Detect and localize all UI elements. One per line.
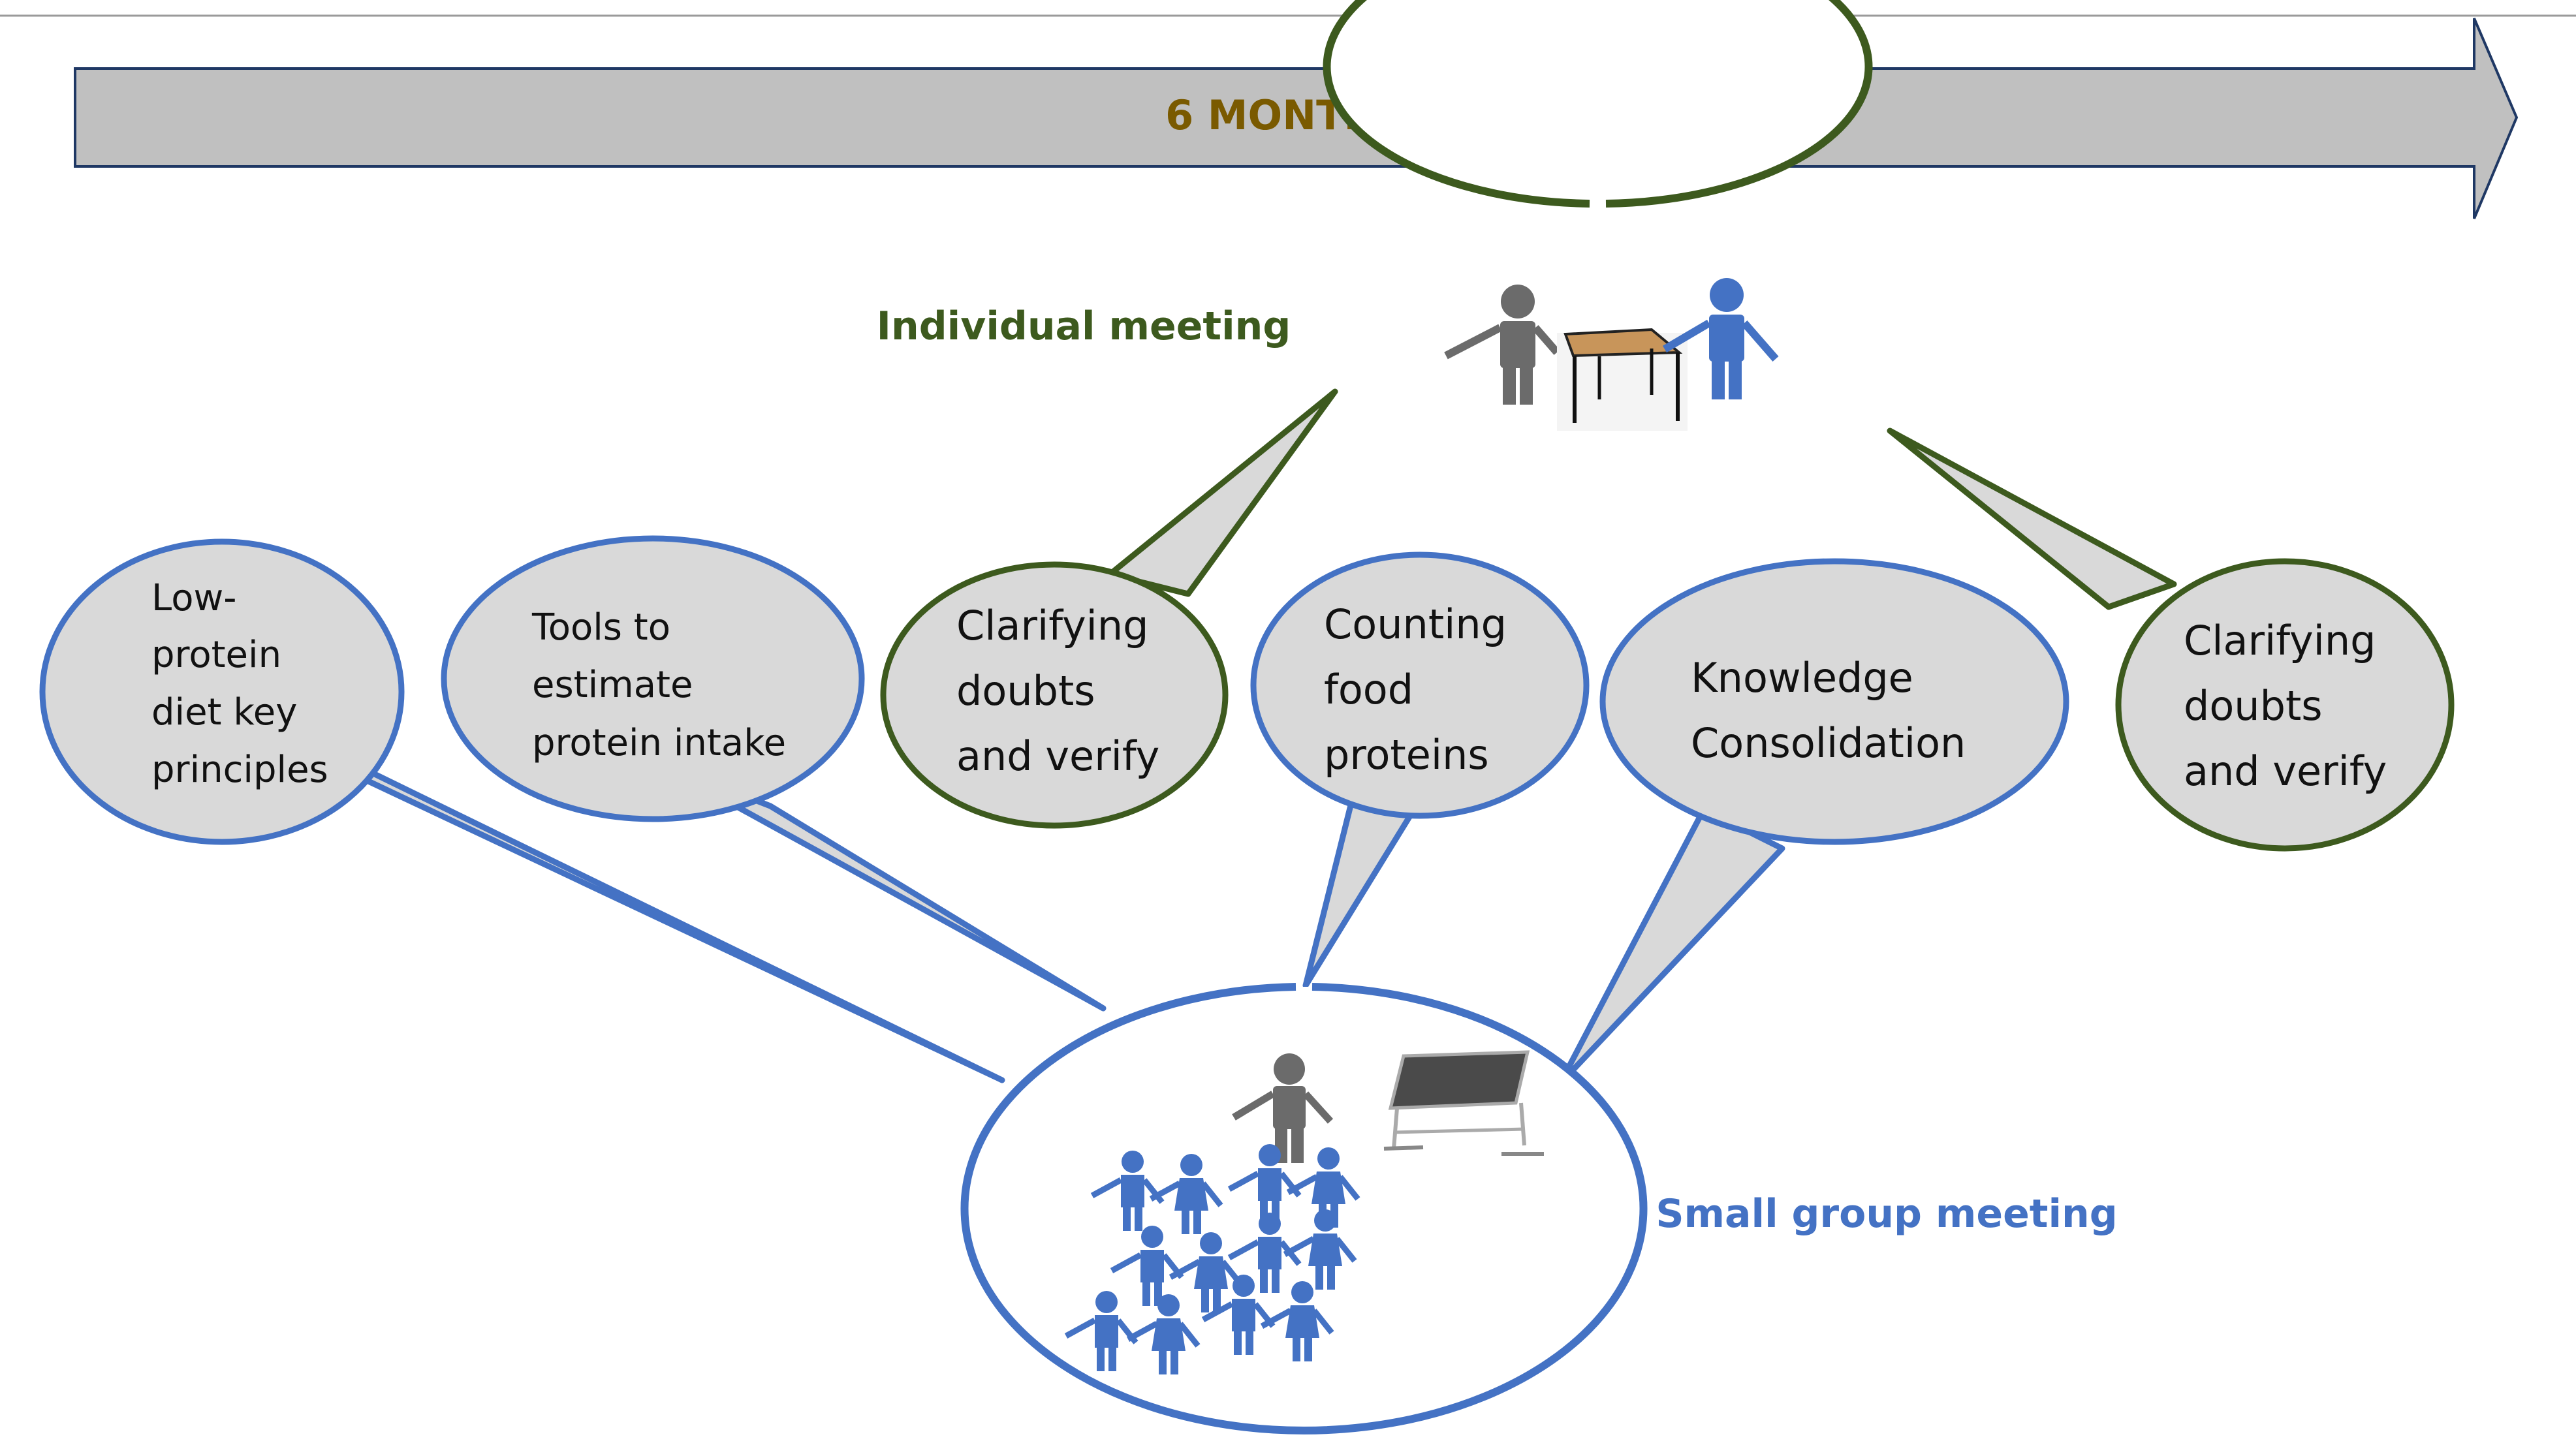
bubble-clarify-1 [880,561,1229,829]
group-person [1227,1213,1302,1293]
bubble-counting [1250,551,1590,819]
bubble-tail-clarify-1 [1107,388,1338,597]
bubble-text-knowledge: Knowledge Consolidation [1691,654,1966,767]
bubble-low-protein [39,538,405,845]
group-person [1286,1147,1360,1228]
group-person [1283,1209,1357,1290]
group-person [1064,1291,1139,1371]
person-icon [1662,278,1779,399]
timeline-arrow: 6 MONTHS [74,18,2519,219]
individual-meeting-circle [1323,0,1873,208]
small-group-meeting-circle [960,983,1648,1435]
group-person [1126,1294,1201,1374]
bubble-knowledge [1599,558,2069,845]
bubble-text-clarify-1: Clarifying doubts and verify [956,602,1161,780]
individual-meeting-label: Individual meeting [877,303,1291,349]
group-person [1110,1226,1184,1306]
bubble-tools [441,535,865,822]
group-person [1201,1275,1276,1355]
group-people-icon [1064,1144,1360,1374]
bubble-text-counting: Counting food proteins [1324,600,1520,779]
bubble-text-clarify-2: Clarifying doubts and verify [2184,617,2389,795]
bubble-tail-knowledge [1557,806,1785,1087]
person-icon [1232,1053,1334,1163]
bubble-text-low-protein: Low- protein diet key principles [151,577,328,791]
small-group-meeting-label: Small group meeting [1656,1191,2117,1237]
bubble-tail-clarify-2 [1887,427,2177,610]
whiteboard-icon [1383,1050,1544,1156]
bubble-clarify-2 [2115,558,2455,852]
bubble-text-tools: Tools to estimate protein intake [531,606,786,764]
person-icon [1444,285,1560,405]
group-person [1149,1154,1223,1234]
group-person [1090,1151,1165,1231]
group-person [1260,1281,1334,1361]
